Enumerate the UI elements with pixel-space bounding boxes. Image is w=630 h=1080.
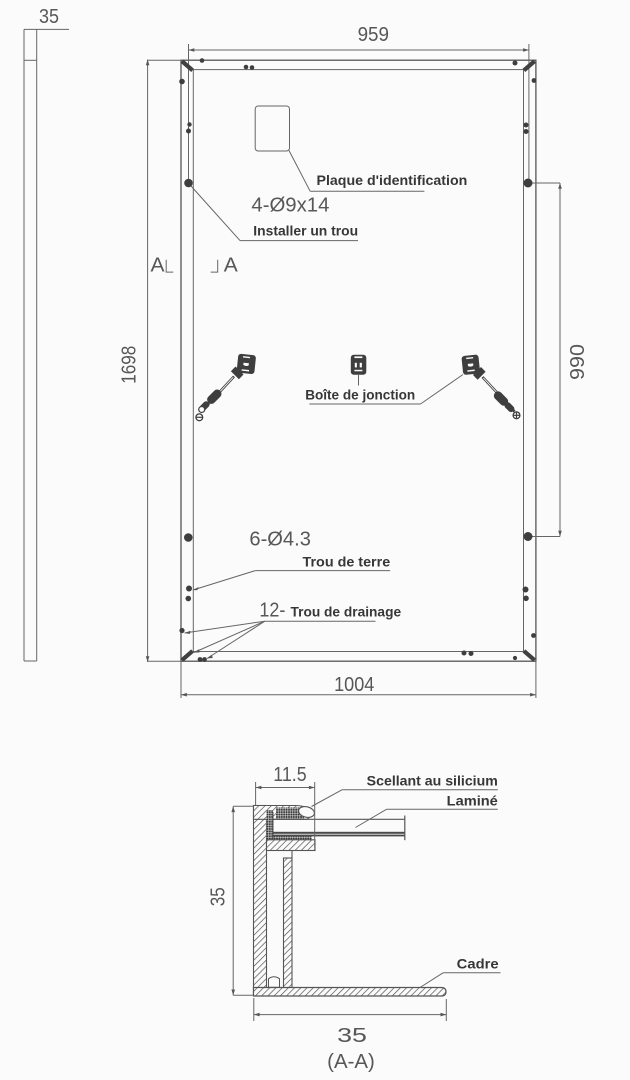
svg-text:12-: 12- (259, 600, 285, 622)
svg-text:Plaque d'identification: Plaque d'identification (317, 172, 468, 188)
svg-text:6-Ø4.3: 6-Ø4.3 (249, 528, 311, 550)
svg-text:Scellant au silicium: Scellant au silicium (367, 773, 498, 789)
svg-text:1698: 1698 (119, 346, 141, 384)
svg-text:Laminé: Laminé (447, 793, 498, 809)
svg-text:Boîte de jonction: Boîte de jonction (305, 387, 415, 403)
svg-text:35: 35 (39, 6, 59, 28)
svg-text:990: 990 (567, 344, 589, 380)
svg-text:Cadre: Cadre (457, 956, 499, 972)
svg-text:Installer un trou: Installer un trou (253, 223, 358, 239)
svg-text:1004: 1004 (334, 674, 374, 696)
svg-text:A: A (224, 255, 239, 277)
svg-text:A: A (151, 255, 166, 277)
svg-text:11.5: 11.5 (273, 764, 306, 786)
svg-text:959: 959 (358, 24, 389, 46)
svg-text:35: 35 (207, 887, 229, 906)
svg-text:Trou de drainage: Trou de drainage (291, 604, 402, 620)
svg-text:(A-A): (A-A) (327, 1051, 375, 1073)
svg-text:Trou de terre: Trou de terre (303, 554, 391, 570)
svg-text:35: 35 (337, 1025, 367, 1047)
svg-text:4-Ø9x14: 4-Ø9x14 (251, 195, 329, 217)
